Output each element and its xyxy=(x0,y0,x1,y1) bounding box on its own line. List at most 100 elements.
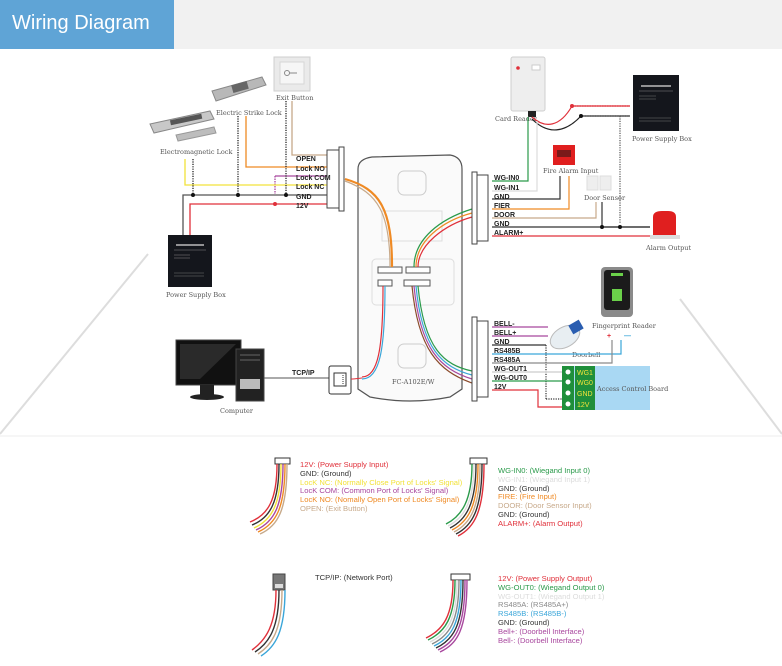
board-terminals: WG1 WG0 GND 12V xyxy=(577,370,593,409)
legend-item: TCP/IP: (Network Port) xyxy=(315,573,393,582)
legend-item: LocK NC: (Normally Close Port of Locks' … xyxy=(300,477,463,487)
pin-fier: FIER xyxy=(494,203,510,210)
pin-alarm: ALARM+ xyxy=(494,230,523,237)
exit-button-label: Exit Button xyxy=(276,94,313,102)
pin-gnd: GND xyxy=(494,194,510,201)
access-control-device xyxy=(357,154,463,402)
pin-lock-com: Lock COM xyxy=(296,175,331,182)
computer-icon xyxy=(175,339,265,402)
alarm-output-icon xyxy=(650,211,680,239)
junction-dot xyxy=(273,202,277,206)
door-sensor-label: Door Sensor xyxy=(584,194,626,202)
card-reader-icon xyxy=(510,56,546,117)
access-control-board-label: Access Control Board xyxy=(596,385,668,393)
output-connector-pins: BELL- BELL+ GND RS485B RS485A WG-OUT1 WG… xyxy=(494,321,527,391)
junction-dot xyxy=(579,114,583,118)
pin-bell-plus: BELL+ xyxy=(494,330,516,337)
card-reader-label: Card Reader xyxy=(495,115,538,123)
device-model-label: FC-A102E/W xyxy=(392,378,435,386)
legend-item: DOOR: (Door Sensor Input) xyxy=(498,501,592,511)
junction-dot xyxy=(600,225,604,229)
lock-wiring xyxy=(182,101,327,239)
exit-button-icon xyxy=(273,56,311,92)
network-cable xyxy=(350,377,363,380)
power-supply-box-top-label: Power Supply Box xyxy=(632,135,692,143)
input-connector xyxy=(471,171,489,245)
minus-sign: — xyxy=(624,333,631,340)
fingerprint-reader-label: Fingerprint Reader xyxy=(592,322,657,330)
pin-wg-out1: WG-OUT1 xyxy=(494,366,527,373)
pin-wg-in1: WG-IN1 xyxy=(494,185,519,192)
electromagnetic-lock-label: Electromagnetic Lock xyxy=(160,148,232,156)
legend-illustrations xyxy=(249,457,488,657)
wiring-diagram-canvas: Exit Button Electric Strike Lock Electro… xyxy=(0,49,782,437)
pin-gnd: GND xyxy=(494,339,510,346)
pin-wg-in0: WG-IN0 xyxy=(494,175,519,182)
terminal-12v: 12V xyxy=(577,402,590,409)
sheen-edge-right xyxy=(679,298,782,435)
input-harness-icon xyxy=(445,457,488,537)
pin-wg-out0: WG-OUT0 xyxy=(494,375,527,382)
legend-item: 12V: (Power Supply Input) xyxy=(300,460,389,469)
pin-12v: 12V xyxy=(296,203,309,210)
lock-connector-pins: OPEN Lock NO Lock COM Lock NC GND 12V xyxy=(296,156,331,210)
wiring-diagram: Exit Button Electric Strike Lock Electro… xyxy=(0,49,782,437)
network-legend: TCP/IP: (Network Port) xyxy=(315,573,393,583)
access-control-board xyxy=(562,366,650,410)
plus-sign: + xyxy=(607,333,611,340)
lock-connector xyxy=(326,146,345,212)
legend-item: RS485A: (RS485A+) xyxy=(498,600,569,610)
pin-lock-nc: Lock NC xyxy=(296,184,324,191)
pin-12v: 12V xyxy=(494,384,507,391)
electromagnetic-lock-icon xyxy=(149,110,217,142)
legend-item: GND: (Ground) xyxy=(498,483,550,493)
lock-harness-icon xyxy=(249,457,291,535)
legend-item: LocK NO: (Nomally Open Port of Locks' Si… xyxy=(300,495,460,505)
junction-dot xyxy=(236,193,240,197)
legend-item: WG-IN1: (Wiegand Input 1) xyxy=(498,474,591,484)
legend-item: GND: (Ground) xyxy=(498,509,550,519)
door-sensor-icon xyxy=(586,175,612,191)
computer-label: Computer xyxy=(220,407,254,415)
device-cables xyxy=(344,177,473,384)
legend-item: FIRE: (Fire Input) xyxy=(498,492,557,502)
legend-item: ALARM+: (Alarm Output) xyxy=(498,518,583,528)
legend-item: OPEN: (Exit Button) xyxy=(300,503,368,513)
fire-alarm-icon xyxy=(553,145,575,165)
output-harness-icon xyxy=(425,573,471,653)
junction-dot xyxy=(284,193,288,197)
electric-strike-lock-icon xyxy=(211,76,267,102)
pin-open: OPEN xyxy=(296,156,316,163)
tcpip-label: TCP/IP xyxy=(292,370,315,377)
junction-dot xyxy=(191,193,195,197)
terminal-wg0: WG0 xyxy=(577,380,593,387)
power-supply-box-left-icon xyxy=(168,235,212,287)
rj45-port-icon xyxy=(328,365,352,395)
legend-item: WG-OUT0: (Wiegand Output 0) xyxy=(498,582,605,592)
legend-item: Bell-: (Doorbell Interface) xyxy=(498,635,583,645)
legend-item: WG-IN0: (Wiegand Input 0) xyxy=(498,466,591,475)
junction-dot xyxy=(618,225,622,229)
output-wiring xyxy=(492,326,622,408)
network-plug-icon xyxy=(251,573,286,657)
terminal-wg1: WG1 xyxy=(577,370,593,377)
doorbell-label: Doorbell xyxy=(572,351,600,359)
legend-item: RS485B: (RS485B-) xyxy=(498,609,567,619)
fingerprint-reader-icon xyxy=(601,267,633,317)
section-title: Wiring Diagram xyxy=(0,0,174,49)
legend-item: GND: (Ground) xyxy=(300,468,352,478)
legend-item: WG-OUT1: (Wiegand Output 1) xyxy=(498,591,605,601)
pin-door: DOOR xyxy=(494,212,515,219)
legend-item: LocK COM: (Common Port of Locks' Signal) xyxy=(300,486,449,496)
doorbell-icon xyxy=(549,319,584,350)
pin-rs485b: RS485B xyxy=(494,348,520,355)
pin-rs485a: RS485A xyxy=(494,357,520,364)
pin-bell-minus: BELL- xyxy=(494,321,515,328)
legend-item: 12V: (Power Supply Output) xyxy=(498,574,593,583)
output-legend: 12V: (Power Supply Output) WG-OUT0: (Wie… xyxy=(498,574,605,645)
electric-strike-lock-label: Electric Strike Lock xyxy=(216,109,282,117)
junction-dot xyxy=(570,104,574,108)
pin-gnd: GND xyxy=(494,221,510,228)
input-connector-pins: WG-IN0 WG-IN1 GND FIER DOOR GND ALARM+ xyxy=(494,175,523,237)
input-legend: WG-IN0: (Wiegand Input 0) WG-IN1: (Wiega… xyxy=(498,466,592,529)
